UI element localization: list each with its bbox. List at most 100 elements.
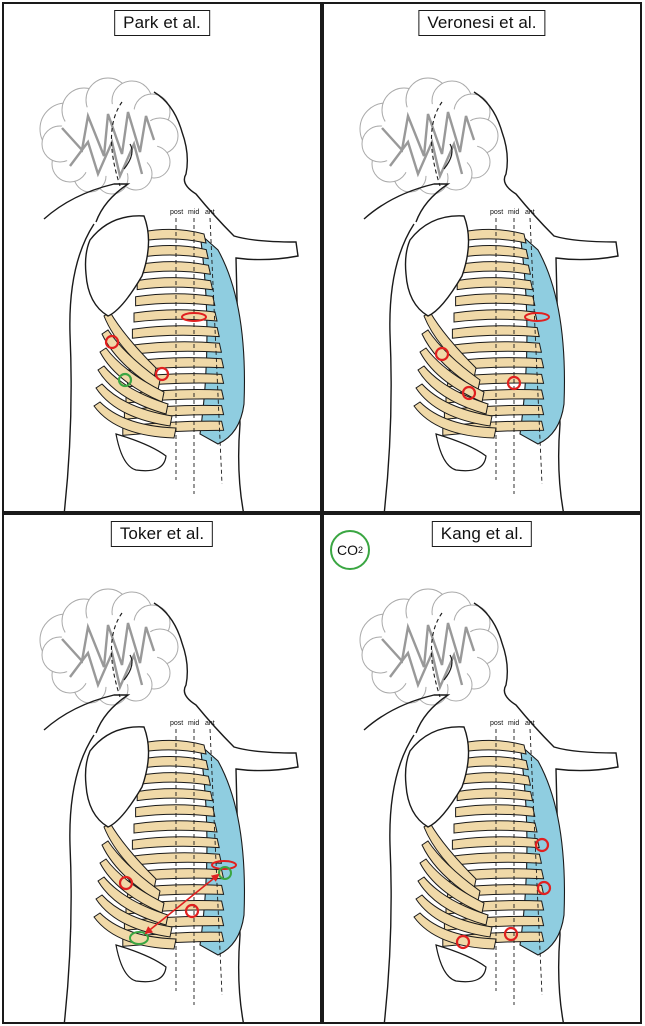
port-site	[461, 385, 477, 401]
scapula	[84, 726, 150, 828]
thorax-illustration	[359, 588, 619, 1022]
port-site	[434, 346, 450, 362]
drape-fill	[58, 615, 158, 687]
body-outline-back	[43, 694, 131, 734]
lower-rib	[419, 858, 485, 914]
body-outline-side	[383, 223, 415, 511]
pelvis	[115, 944, 167, 983]
co2-legend-subscript: 2	[357, 545, 363, 555]
port-site	[455, 934, 471, 950]
ear-outline	[443, 143, 453, 170]
panel-kang: Kang et al. post mid ant	[322, 513, 642, 1024]
co2-port-site	[218, 866, 232, 880]
lower-rib	[417, 365, 489, 415]
lower-rib	[99, 347, 165, 403]
panel-title: Kang et al.	[431, 521, 533, 547]
rib	[135, 804, 216, 818]
scapula	[404, 726, 470, 828]
anterior-axillary-line	[529, 217, 543, 485]
lower-rib	[419, 347, 485, 403]
panel-title: Veronesi et al.	[418, 10, 546, 36]
rib	[461, 228, 527, 244]
port-site	[536, 880, 552, 896]
port-site	[534, 837, 550, 853]
rib	[456, 788, 534, 802]
lower-rib	[423, 822, 477, 890]
port-site	[503, 926, 519, 942]
co2-legend-main: CO	[336, 542, 358, 558]
label-ant: ant	[525, 209, 535, 216]
lower-rib	[415, 383, 493, 427]
anterior-axillary-line	[209, 217, 223, 485]
label-post: post	[490, 720, 504, 727]
port-site	[104, 334, 120, 350]
rib	[141, 228, 207, 244]
rib	[130, 852, 223, 866]
utility-incision	[181, 312, 207, 322]
drape-fill	[58, 104, 158, 176]
head-dashed-outline	[110, 612, 123, 698]
head-dashed-outline	[110, 101, 123, 187]
rib	[138, 261, 212, 275]
scapula	[404, 215, 470, 317]
rib	[133, 820, 218, 834]
rib	[458, 261, 532, 275]
rib	[458, 772, 532, 786]
rib	[450, 341, 543, 355]
utility-incision	[211, 860, 237, 870]
rib	[459, 756, 529, 771]
rib	[135, 293, 216, 307]
pelvis	[435, 944, 487, 983]
label-ant: ant	[205, 209, 215, 216]
anterior-axillary-line	[529, 728, 543, 996]
rib-cage	[413, 228, 545, 439]
drape-fill	[378, 104, 478, 176]
rib	[141, 739, 207, 755]
port-site	[154, 366, 170, 382]
label-mid: mid	[188, 720, 200, 727]
label-mid: mid	[508, 720, 520, 727]
thorax-illustration	[39, 77, 299, 511]
body-outline-back	[363, 183, 451, 223]
port-site	[506, 375, 522, 391]
label-post: post	[490, 209, 504, 216]
label-mid: mid	[188, 209, 200, 216]
co2-port-site	[117, 372, 133, 388]
rib	[138, 772, 212, 786]
label-ant: ant	[525, 720, 535, 727]
rib-cage	[413, 739, 545, 950]
lower-rib	[415, 894, 493, 938]
co2-port-site	[129, 931, 149, 945]
rib	[136, 788, 214, 802]
ear-outline	[123, 654, 133, 681]
body-outline-side	[383, 734, 415, 1022]
rib	[139, 756, 209, 771]
rib	[453, 820, 538, 834]
rib	[136, 277, 214, 291]
utility-incision	[524, 312, 550, 322]
rib	[130, 341, 223, 355]
head-drape	[359, 77, 499, 195]
lower-rib	[417, 876, 489, 926]
panel-title: Park et al.	[114, 10, 210, 36]
ear-outline	[123, 143, 133, 170]
port-distance-arrow	[144, 873, 220, 935]
thorax-illustration	[359, 77, 619, 511]
body-outline-side	[63, 734, 95, 1022]
port-site	[118, 875, 134, 891]
rib	[455, 293, 536, 307]
lower-rib	[97, 365, 169, 415]
panel-park: Park et al. post mid ant	[2, 2, 322, 513]
scapula	[84, 215, 150, 317]
rib	[450, 852, 543, 866]
lower-rib	[421, 329, 481, 391]
head-dashed-outline	[430, 612, 443, 698]
lower-rib	[423, 311, 477, 379]
body-outline-back	[363, 694, 451, 734]
head-drape	[359, 588, 499, 706]
panel-veronesi: Veronesi et al. post mid ant	[322, 2, 642, 513]
body-outline-side	[63, 223, 95, 511]
head-dashed-outline	[430, 101, 443, 187]
